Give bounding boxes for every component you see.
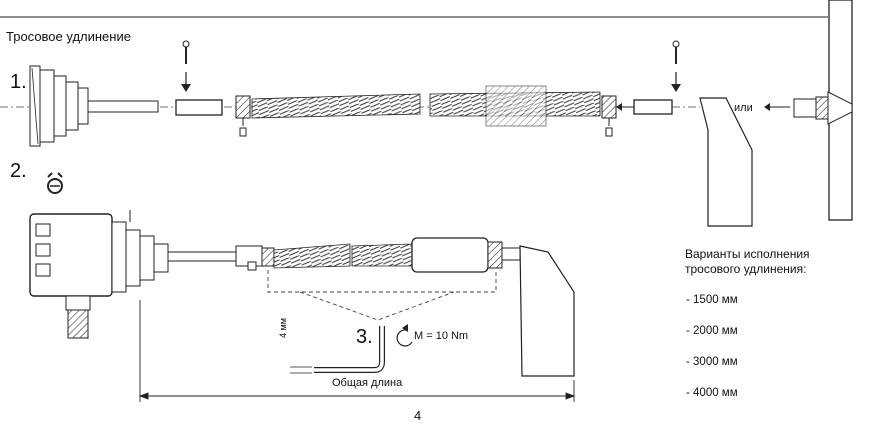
clamp-left	[235, 95, 251, 137]
variant-3000: - 3000 мм	[686, 356, 738, 368]
total-length-label: Общая длина	[332, 377, 403, 389]
shaft-clamp	[235, 245, 275, 271]
step-1-label: 1.	[10, 71, 27, 93]
step-3-label: 3.	[356, 326, 373, 348]
page-number: 4	[414, 408, 422, 423]
split-pin-right	[671, 40, 681, 92]
tension-weight	[411, 237, 489, 273]
sensor-housing	[29, 210, 169, 339]
weight-clamp	[487, 241, 503, 269]
variants-title: Варианты исполнения тросового удлинения:	[685, 247, 810, 276]
alternative-hinge	[793, 91, 853, 125]
step-2-label: 2.	[10, 160, 27, 182]
allen-key	[290, 326, 385, 374]
rope-segment-left	[251, 93, 421, 119]
variant-1500: - 1500 мм	[686, 294, 738, 306]
or-label: или	[734, 102, 753, 114]
sleeve-left	[175, 99, 223, 116]
allen-size-label: 4 мм	[278, 318, 288, 338]
shaft	[167, 251, 237, 262]
paddle-step-1	[699, 97, 753, 227]
variant-2000: - 2000 мм	[686, 325, 738, 337]
page-title: Тросовое удлинение	[6, 29, 131, 44]
weight-sleeve	[485, 85, 547, 127]
rotate-icon	[47, 172, 63, 194]
torque-arrow	[396, 329, 413, 347]
total-length-dimension	[138, 300, 576, 402]
sleeve-right	[633, 99, 673, 115]
dashed-reference	[267, 270, 497, 321]
clamp-right	[601, 95, 617, 137]
split-pin-left	[181, 40, 191, 92]
rope-section-b	[351, 243, 413, 267]
sensor-flange	[29, 65, 159, 147]
variant-4000: - 4000 мм	[686, 387, 738, 399]
paddle-step-2	[519, 245, 575, 377]
rope-section-a	[273, 243, 351, 269]
torque-label: M = 10 Nm	[414, 330, 469, 342]
